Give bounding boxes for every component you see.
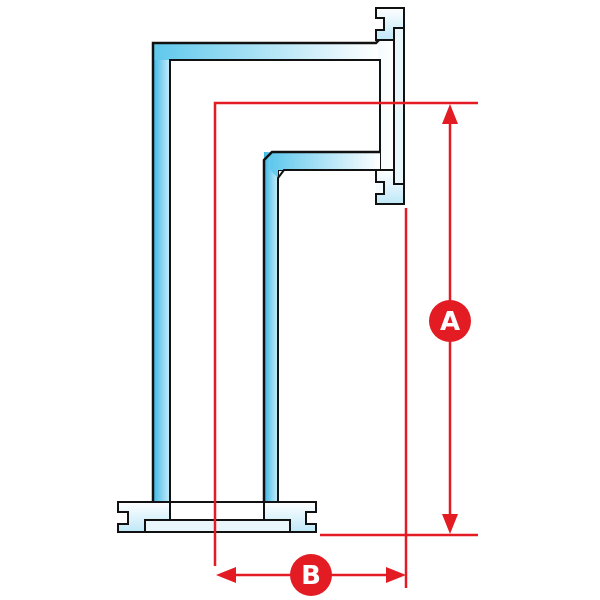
pipe-left-wall	[153, 43, 170, 502]
pipe-lower-wall	[270, 152, 380, 178]
bottom-flange-left-lip	[117, 501, 171, 533]
top-flange-lower-lip	[375, 169, 405, 205]
dimension-a-arrow-top	[442, 104, 458, 124]
dimension-b-label: B	[301, 561, 321, 591]
pipe-right-outline	[262, 150, 380, 502]
dimension-b-badge	[290, 554, 332, 596]
top-flange-upper-lip	[375, 7, 405, 41]
dimension-a-arrow-bottom	[442, 514, 458, 534]
elbow-pipe	[151, 23, 395, 503]
pipe-right-wall	[264, 152, 278, 502]
dimension-b: B	[216, 554, 406, 596]
pipe-top-wall	[153, 43, 378, 60]
pipe-right-inner-outline	[277, 169, 380, 502]
centerline-elbow	[213, 101, 478, 566]
pipe-inner-outline	[169, 59, 380, 502]
bottom-flange	[117, 501, 317, 533]
dimension-a: A	[429, 104, 471, 534]
dimension-b-arrow-left	[216, 567, 236, 583]
top-flange-face	[393, 27, 405, 205]
bottom-flange-face	[144, 519, 291, 533]
dimension-b-arrow-right	[386, 567, 406, 583]
dimension-a-label: A	[440, 307, 460, 337]
dimension-lines	[213, 101, 478, 588]
top-flange	[375, 7, 405, 205]
dimension-a-badge	[429, 300, 471, 342]
